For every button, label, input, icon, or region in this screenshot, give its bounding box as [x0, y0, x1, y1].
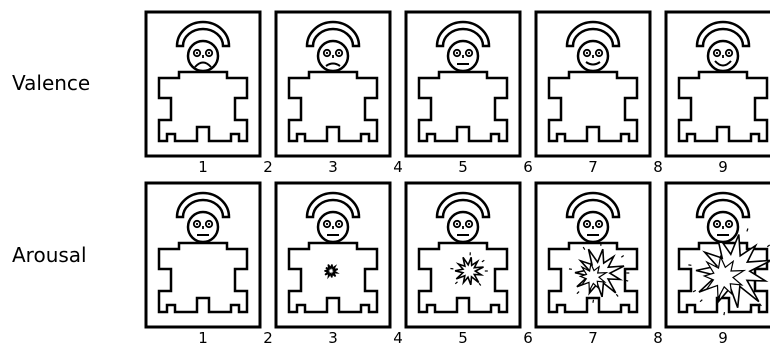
manikin-pupil [456, 223, 458, 225]
burst-speck [724, 312, 725, 315]
scale-number: 9 [718, 329, 728, 345]
scale-number: 7 [588, 158, 598, 176]
scale-number: 7 [588, 329, 598, 345]
manikin-pupil [728, 223, 730, 225]
scale-number: 4 [393, 329, 403, 345]
scale-number: 8 [653, 329, 663, 345]
scale-number: 1 [198, 158, 208, 176]
manikin-arousal-1 [146, 183, 260, 327]
scale-number: 9 [718, 158, 728, 176]
row-label-valence: Valence [12, 71, 90, 95]
manikin-pupil [338, 52, 340, 54]
valence-row: Valence 1 3 5 7 9 2 4 6 8 [12, 12, 770, 176]
arousal-row: Arousal 1 3 5 7 9 2 4 6 8 [12, 183, 770, 345]
manikin-valence-3 [276, 12, 390, 156]
manikin-pupil [208, 52, 210, 54]
manikin-valence-5 [406, 12, 520, 156]
burst-speck [625, 280, 628, 281]
scale-number: 3 [328, 329, 338, 345]
manikin-pupil [196, 223, 198, 225]
manikin-pupil [586, 52, 588, 54]
manikin-pupil [468, 52, 470, 54]
manikin-arousal-3 [276, 183, 390, 327]
manikin-pupil [586, 223, 588, 225]
scale-number: 5 [458, 329, 468, 345]
scale-number: 4 [393, 158, 403, 176]
manikin-pupil [208, 223, 210, 225]
manikin-pupil [326, 52, 328, 54]
manikin-pupil [326, 223, 328, 225]
scale-number: 2 [263, 329, 273, 345]
scale-number: 3 [328, 158, 338, 176]
scale-number: 2 [263, 158, 273, 176]
scale-number: 5 [458, 158, 468, 176]
manikin-pupil [338, 223, 340, 225]
manikin-pupil [456, 52, 458, 54]
manikin-pupil [468, 223, 470, 225]
scale-number: 8 [653, 158, 663, 176]
manikin-pupil [716, 223, 718, 225]
manikin-pupil [598, 223, 600, 225]
manikin-valence-1 [146, 12, 260, 156]
manikin-pupil [728, 52, 730, 54]
manikin-arousal-5 [406, 183, 520, 327]
scale-number: 1 [198, 329, 208, 345]
manikin-pupil [716, 52, 718, 54]
row-label-arousal: Arousal [12, 243, 87, 267]
manikin-arousal-7 [536, 183, 650, 327]
scale-number: 6 [523, 329, 533, 345]
manikin-valence-7 [536, 12, 650, 156]
manikin-valence-9 [666, 12, 770, 156]
manikin-pupil [598, 52, 600, 54]
scale-number: 6 [523, 158, 533, 176]
manikin-pupil [196, 52, 198, 54]
manikin-arousal-9 [666, 183, 770, 327]
burst-speck [593, 300, 594, 303]
